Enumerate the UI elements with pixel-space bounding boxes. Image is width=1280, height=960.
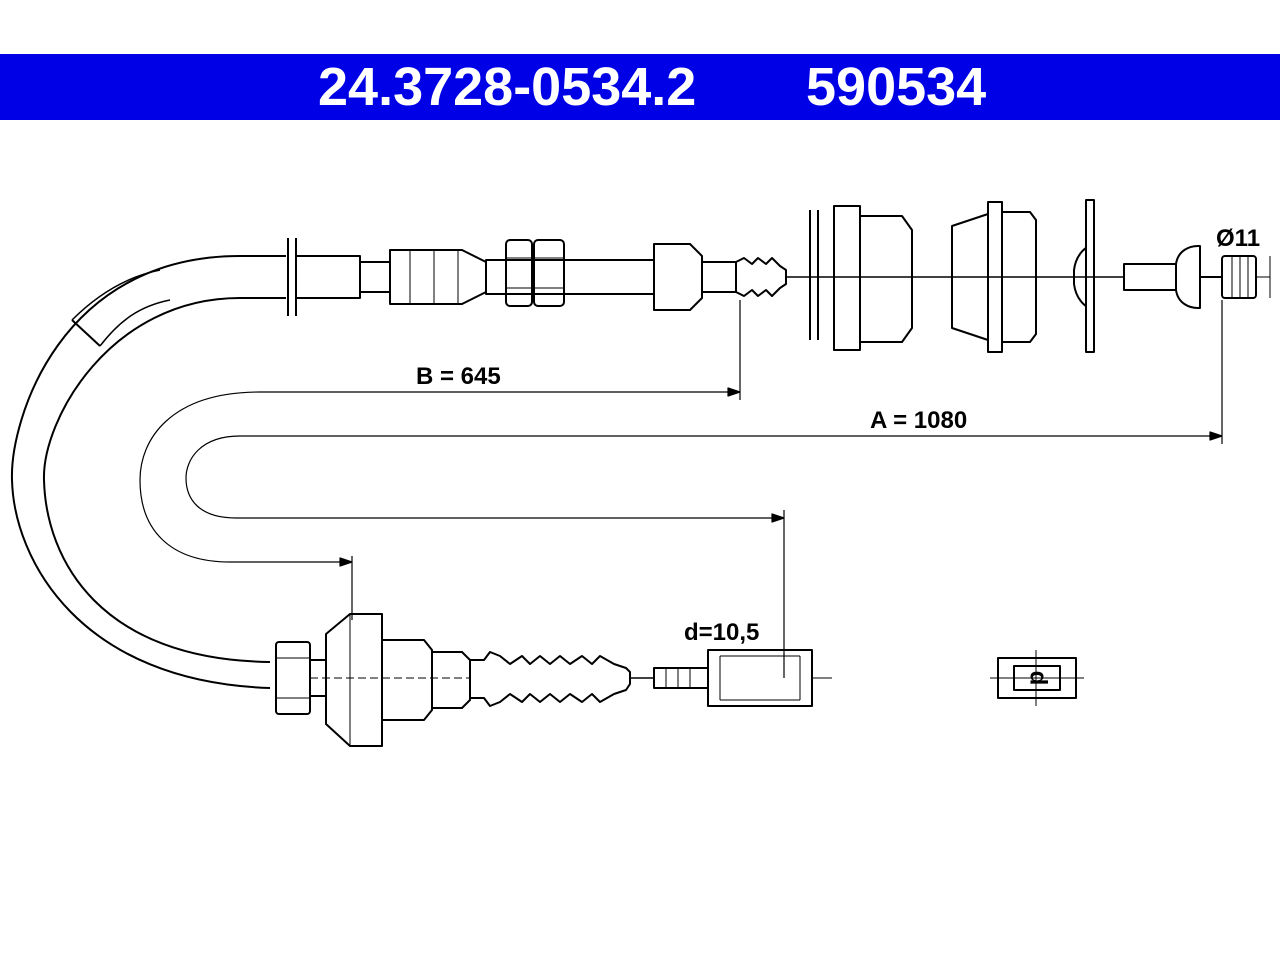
upper-end-fitting: [287, 238, 787, 316]
diameter-label: Ø11: [1216, 225, 1260, 252]
eye-diameter-label: d=10,5: [684, 619, 759, 646]
cable-sheath: [10, 255, 286, 689]
dimension-b: [139, 300, 741, 620]
reference-number: 590534: [806, 57, 987, 117]
upper-end-nipple: [1123, 245, 1271, 309]
dimension-a-label: A = 1080: [870, 407, 967, 434]
damper-assembly: [809, 199, 1095, 353]
eye-end-detail: [990, 650, 1084, 706]
part-number: 24.3728-0534.2: [318, 57, 697, 117]
title-bar: 24.3728-0534.2 590534: [0, 54, 1280, 120]
detail-d-label: d: [1025, 671, 1052, 686]
dimension-b-label: B = 645: [416, 363, 501, 390]
